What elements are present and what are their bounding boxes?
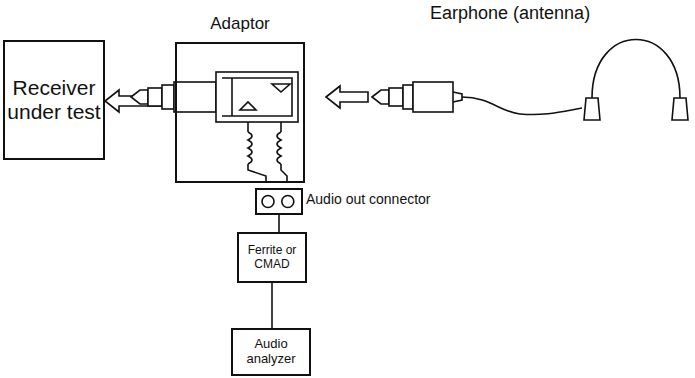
insert-arrow [326,86,368,108]
node-label: Audio analyzer [233,335,309,368]
transformer-coil [248,122,287,183]
part-label: Earphone (antenna) [430,3,590,24]
jack-socket [216,72,298,122]
pin-socket [282,196,294,208]
node-label: Audio out connector [306,191,431,207]
audio-out-connector: Audio out connector [255,188,303,215]
adaptor-box: Adaptor [175,42,305,183]
earphone-plug [372,82,462,112]
connector-pins [257,190,301,213]
receiver-box: Receiver under test [3,40,105,160]
adaptor-plug [131,82,216,112]
pin-socket [262,196,274,208]
node-label: Adaptor [210,14,270,34]
earphone-headset [462,40,688,121]
ferrite-box: Ferrite or CMAD [237,232,307,283]
signal-line [278,215,280,232]
node-label: Ferrite or CMAD [239,242,305,273]
signal-line [271,283,273,328]
analyzer-box: Audio analyzer [231,328,311,376]
node-label: Receiver under test [5,74,103,125]
